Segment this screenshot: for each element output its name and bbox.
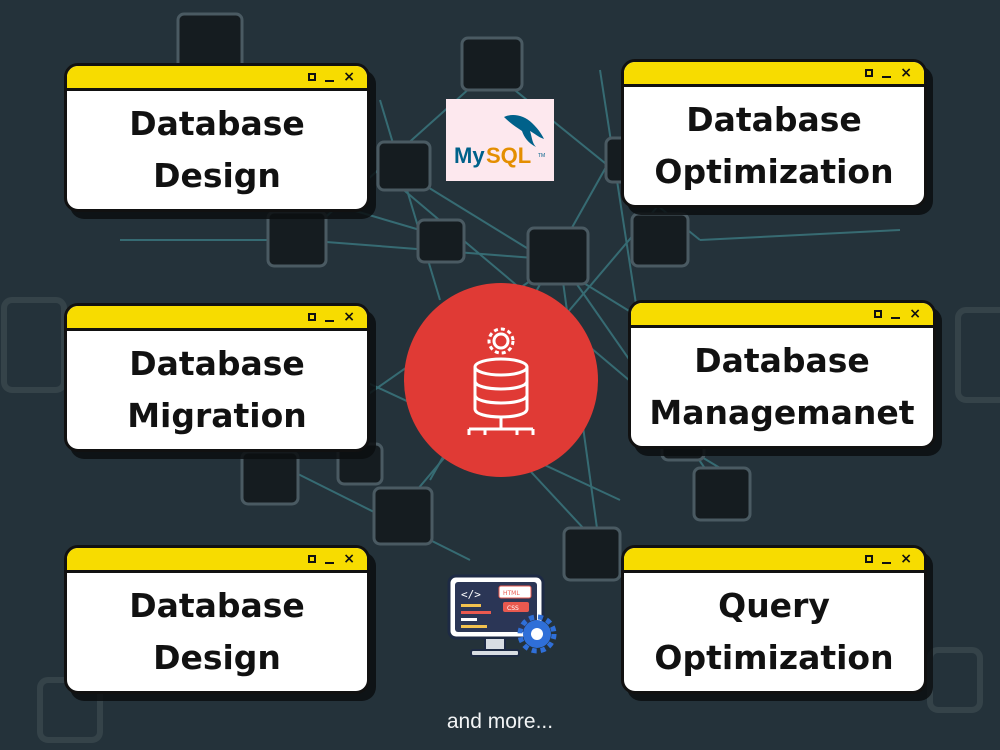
window-title-bar: × (67, 548, 367, 573)
database-hub-circle (404, 283, 598, 477)
minimize-icon (325, 319, 335, 322)
close-icon: × (343, 551, 355, 567)
logo-text-sql: SQL (486, 143, 531, 168)
window-title-bar: × (624, 548, 924, 573)
card-title-line-2: Optimization (654, 638, 894, 677)
card-title-line-1: Database (686, 100, 862, 139)
window-card-database-optimization: × Database Optimization (621, 59, 927, 208)
window-title-bar: × (67, 306, 367, 331)
card-title-line-2: Migration (127, 396, 307, 435)
dolphin-icon (504, 115, 544, 147)
code-monitor-icon: </> HTML CSS (447, 574, 557, 657)
card-title-line-1: Database (129, 344, 305, 383)
minimize-icon (891, 316, 901, 319)
logo-trademark: TM (538, 153, 545, 159)
code-tag: </> (461, 588, 481, 601)
card-title-line-2: Managemanet (649, 393, 915, 432)
card-title-line-1: Database (129, 104, 305, 143)
database-gear-icon (467, 327, 535, 435)
close-icon: × (900, 65, 912, 81)
close-icon: × (909, 306, 921, 322)
card-title-line-2: Design (153, 156, 281, 195)
minimize-icon (325, 561, 335, 564)
maximize-icon (308, 73, 317, 81)
maximize-icon (865, 555, 874, 563)
close-icon: × (343, 309, 355, 325)
window-title-bar: × (631, 303, 933, 328)
card-title-line-1: Query (718, 586, 830, 625)
maximize-icon (308, 555, 317, 563)
maximize-icon (874, 310, 883, 318)
window-title-bar: × (67, 66, 367, 91)
window-card-query-optimization: × Query Optimization (621, 545, 927, 694)
card-title-line-2: Optimization (654, 152, 894, 191)
html-badge: HTML (503, 590, 520, 597)
window-card-database-design-2: × Database Design (64, 545, 370, 694)
minimize-icon (882, 75, 892, 78)
maximize-icon (865, 69, 874, 77)
window-title-bar: × (624, 62, 924, 87)
mysql-logo: My SQL TM (446, 99, 554, 181)
maximize-icon (308, 313, 317, 321)
css-badge: CSS (507, 605, 519, 612)
window-card-database-design: × Database Design (64, 63, 370, 212)
close-icon: × (343, 69, 355, 85)
card-title-line-2: Design (153, 638, 281, 677)
window-card-database-migration: × Database Migration (64, 303, 370, 452)
close-icon: × (900, 551, 912, 567)
and-more-caption: and more... (446, 710, 554, 733)
gear-icon (517, 614, 557, 654)
logo-text-my: My (454, 143, 485, 168)
card-title-line-1: Database (694, 341, 870, 380)
card-title-line-1: Database (129, 586, 305, 625)
window-card-database-management: × Database Managemanet (628, 300, 936, 449)
minimize-icon (325, 79, 335, 82)
minimize-icon (882, 561, 892, 564)
